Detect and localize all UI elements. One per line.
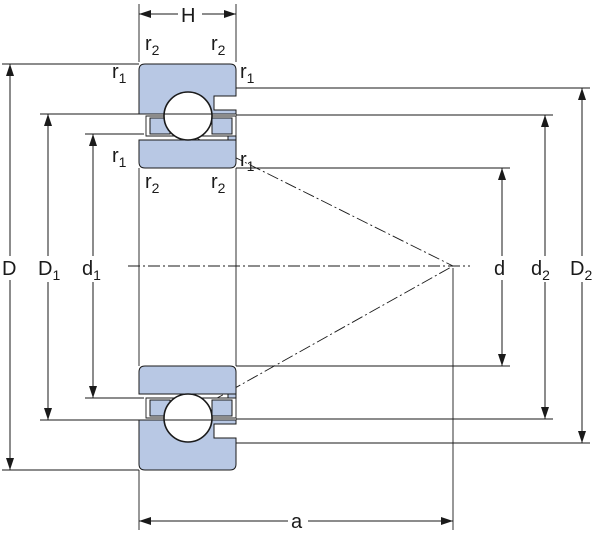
upper-ball [163, 91, 213, 141]
label-r1-upper-right: r1 [240, 61, 255, 86]
label-d1: d1 [82, 258, 101, 283]
label-H: H [181, 5, 195, 27]
label-r1-lower-left: r1 [112, 145, 127, 170]
label-D: D [2, 258, 16, 280]
label-D1: D1 [38, 258, 60, 283]
label-r1-lower-right: r1 [240, 149, 255, 174]
upper-bearing-section [138, 63, 237, 169]
radius-labels: r2 r2 r1 r1 r1 r1 r2 r2 [112, 33, 255, 196]
lower-outer-ring [138, 419, 237, 471]
label-d2: d2 [531, 258, 550, 283]
extension-lines [2, 4, 590, 530]
lower-inner-ring [138, 365, 237, 399]
upper-outer-ring [138, 63, 237, 115]
label-r1-upper-left: r1 [112, 61, 127, 86]
label-d: d [494, 258, 505, 280]
label-D2: D2 [570, 258, 592, 283]
upper-inner-ring [138, 135, 237, 169]
lower-bearing-section [138, 365, 237, 471]
label-a: a [291, 511, 303, 533]
label-r2-bottom-left: r2 [145, 171, 160, 196]
lower-ball [163, 393, 213, 443]
upper-contact-line [159, 119, 454, 267]
label-r2-bottom-right: r2 [211, 171, 226, 196]
label-r2-top-right: r2 [211, 33, 226, 58]
label-r2-top-left: r2 [145, 33, 160, 58]
